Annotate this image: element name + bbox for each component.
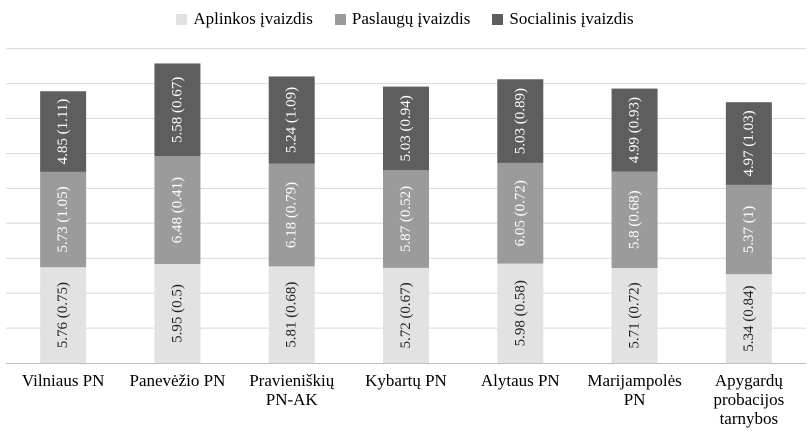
bar-segment <box>383 170 429 268</box>
data-label: 5.81 (0.68) <box>284 282 300 348</box>
data-label: 6.18 (0.79) <box>284 182 300 248</box>
data-label: 5.98 (0.58) <box>512 280 528 346</box>
legend-label: Aplinkos įvaizdis <box>193 9 313 28</box>
legend-item-aplinkos: Aplinkos įvaizdis <box>176 9 313 29</box>
x-tick-label: Vilniaus PN <box>22 371 105 390</box>
bar-segment <box>40 267 87 363</box>
bar-segment <box>268 163 315 267</box>
data-label: 5.71 (0.72) <box>627 282 643 348</box>
x-tick-label: Kybartų PN <box>365 371 447 390</box>
legend-swatch <box>334 13 346 25</box>
data-label: 5.24 (1.09) <box>284 87 300 153</box>
data-label: 5.72 (0.67) <box>398 282 414 348</box>
data-label: 4.85 (1.11) <box>55 99 71 165</box>
data-label: 5.8 (0.68) <box>627 190 643 249</box>
legend-item-paslaugu: Paslaugų įvaizdis <box>334 9 471 29</box>
data-label: 5.03 (0.89) <box>512 88 528 154</box>
bar-segment <box>611 88 658 172</box>
data-label: 5.95 (0.5) <box>169 284 185 343</box>
bar-segment <box>154 156 201 265</box>
data-label: 5.34 (0.84) <box>741 285 757 351</box>
bar-segment <box>383 86 429 171</box>
data-label: 5.73 (1.05) <box>55 186 71 252</box>
bar-segment <box>725 102 772 185</box>
data-label: 5.37 (1) <box>741 206 757 254</box>
data-label: 5.87 (0.52) <box>398 186 414 252</box>
bar-segment <box>268 76 315 164</box>
legend-label: Socialinis įvaizdis <box>509 9 634 28</box>
data-label: 4.97 (1.03) <box>741 110 757 176</box>
bar-segment <box>497 263 544 363</box>
legend-label: Paslaugų įvaizdis <box>351 9 471 28</box>
bar-segment <box>497 79 544 163</box>
bar-segment <box>40 91 87 172</box>
bar-segment <box>497 162 544 264</box>
chart-legend: Aplinkos įvaizdis Paslaugų įvaizdis Soci… <box>0 9 810 29</box>
bar-segment <box>154 264 201 363</box>
bar-segment <box>40 171 87 268</box>
data-label: 6.05 (0.72) <box>512 180 528 246</box>
bar-segment <box>725 274 772 363</box>
bar-segment <box>268 266 315 363</box>
data-label: 5.76 (0.75) <box>55 282 71 348</box>
x-tick-label: Panevėžio PN <box>130 371 226 390</box>
data-label: 5.58 (0.67) <box>169 77 185 143</box>
bar-segment <box>383 267 429 363</box>
bar-segment <box>725 184 772 275</box>
bar-segment <box>611 268 658 363</box>
data-label: 6.48 (0.41) <box>169 177 185 243</box>
bar-segment <box>611 171 658 269</box>
legend-item-socialinis: Socialinis įvaizdis <box>492 9 634 29</box>
data-label: 4.99 (0.93) <box>627 97 643 163</box>
x-tick-label: Alytaus PN <box>481 371 560 390</box>
bar-segment <box>154 63 201 157</box>
data-label: 5.03 (0.94) <box>398 95 414 161</box>
legend-swatch <box>176 13 188 25</box>
legend-swatch <box>492 13 504 25</box>
